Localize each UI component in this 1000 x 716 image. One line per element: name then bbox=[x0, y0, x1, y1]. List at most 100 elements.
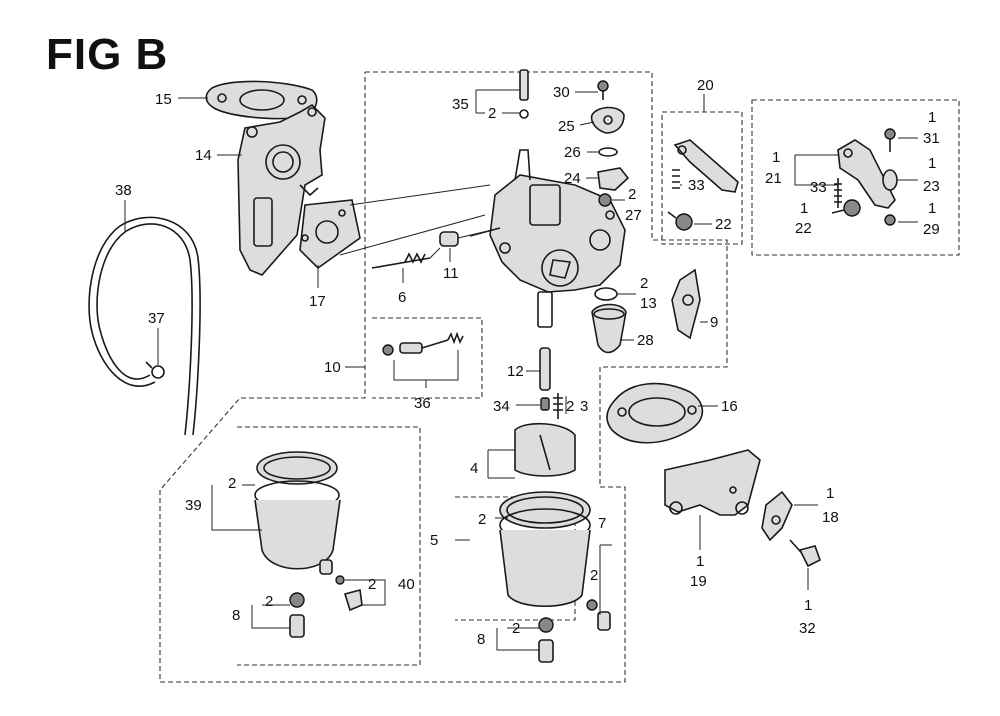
callout-32: 32 bbox=[799, 620, 816, 637]
carburetor-group-outline bbox=[159, 71, 728, 683]
gasket-16 bbox=[606, 382, 704, 444]
float-4 bbox=[514, 422, 576, 477]
callout-8-left: 8 bbox=[232, 607, 240, 624]
leader-17-to-carb bbox=[349, 184, 491, 206]
callout-3-qty: 2 bbox=[566, 398, 574, 415]
callout-29-qty: 1 bbox=[928, 200, 936, 217]
bushing-23 bbox=[882, 169, 898, 191]
callout-20: 20 bbox=[697, 77, 714, 94]
callout-26: 26 bbox=[564, 144, 581, 161]
spring-33b bbox=[834, 178, 842, 208]
oring-26 bbox=[598, 147, 618, 157]
callout-3: 3 bbox=[580, 398, 588, 415]
screw-30 bbox=[597, 80, 609, 100]
bolt-32 bbox=[789, 539, 821, 568]
callout-33a: 33 bbox=[688, 177, 705, 194]
callout-9: 9 bbox=[710, 314, 718, 331]
cover-25 bbox=[590, 106, 625, 134]
screw-set-36 bbox=[382, 331, 464, 356]
seal-27 bbox=[598, 193, 612, 207]
fuel-tube-38 bbox=[88, 216, 201, 436]
callout-33b: 33 bbox=[810, 179, 827, 196]
callout-35: 35 bbox=[452, 96, 469, 113]
callout-8-right-qty: 2 bbox=[512, 620, 520, 637]
valve-24 bbox=[597, 167, 630, 191]
needle-12 bbox=[539, 347, 551, 391]
callout-4: 4 bbox=[470, 460, 478, 477]
spring-22a bbox=[667, 211, 693, 231]
callout-15: 15 bbox=[155, 91, 172, 108]
callout-34: 34 bbox=[493, 398, 510, 415]
insulator-bracket-14 bbox=[237, 103, 326, 276]
callout-23: 23 bbox=[923, 178, 940, 195]
callout-8-left-qty: 2 bbox=[265, 593, 273, 610]
callout-22b: 22 bbox=[795, 220, 812, 237]
clip-37 bbox=[145, 361, 165, 379]
callout-29: 29 bbox=[923, 221, 940, 238]
callout-6: 6 bbox=[398, 289, 406, 306]
callout-21-qty: 1 bbox=[772, 149, 780, 166]
callout-38: 38 bbox=[115, 182, 132, 199]
callout-27: 27 bbox=[625, 207, 642, 224]
oring-13 bbox=[594, 287, 618, 301]
callout-18-qty: 1 bbox=[826, 485, 834, 502]
screw-subgroup-outline bbox=[372, 317, 483, 399]
bracket-19 bbox=[664, 449, 761, 516]
choke-lever-20 bbox=[672, 139, 739, 193]
washer-29 bbox=[884, 214, 896, 226]
clip-18 bbox=[761, 490, 793, 542]
float-bowl-39 bbox=[254, 451, 341, 575]
cap-28 bbox=[591, 303, 627, 354]
callout-27-qty: 2 bbox=[628, 186, 636, 203]
pilot-screw-6 bbox=[371, 247, 441, 269]
bolt-8-right bbox=[538, 617, 554, 663]
lever-9 bbox=[671, 268, 701, 340]
callout-13: 13 bbox=[640, 295, 657, 312]
callout-30: 30 bbox=[553, 84, 570, 101]
callout-40-qty: 2 bbox=[368, 576, 376, 593]
callout-5-qty: 2 bbox=[478, 511, 486, 528]
callout-35-qty: 2 bbox=[488, 105, 496, 122]
callout-31: 31 bbox=[923, 130, 940, 147]
callout-10: 10 bbox=[324, 359, 341, 376]
callout-40: 40 bbox=[398, 576, 415, 593]
float-bowl-5 bbox=[499, 491, 591, 608]
spring-34 bbox=[540, 397, 550, 411]
callout-37: 37 bbox=[148, 310, 165, 327]
throttle-lever-group-outline bbox=[751, 99, 960, 256]
callout-31-qty: 1 bbox=[928, 109, 936, 126]
callout-39-qty: 2 bbox=[228, 475, 236, 492]
screw-31 bbox=[884, 128, 896, 152]
callout-17: 17 bbox=[309, 293, 326, 310]
callout-13-qty: 2 bbox=[640, 275, 648, 292]
callout-7: 7 bbox=[598, 515, 606, 532]
choke-lever-group-outline bbox=[661, 111, 743, 245]
callout-25: 25 bbox=[558, 118, 575, 135]
callout-21: 21 bbox=[765, 170, 782, 187]
drain-screw-7 bbox=[586, 599, 611, 631]
callout-12: 12 bbox=[507, 363, 524, 380]
callout-19: 19 bbox=[690, 573, 707, 590]
callout-14: 14 bbox=[195, 147, 212, 164]
callout-11: 11 bbox=[443, 265, 459, 282]
callout-32-qty: 1 bbox=[804, 597, 812, 614]
callout-28: 28 bbox=[637, 332, 654, 349]
callout-8-right: 8 bbox=[477, 631, 485, 648]
callout-24: 24 bbox=[564, 170, 581, 187]
jet-11 bbox=[439, 229, 493, 247]
bolt-8-left bbox=[289, 592, 305, 638]
callout-22a: 22 bbox=[715, 216, 732, 233]
leader-17-to-carb-b bbox=[339, 214, 486, 256]
callout-7-qty: 2 bbox=[590, 567, 598, 584]
callout-23-qty: 1 bbox=[928, 155, 936, 172]
callout-36: 36 bbox=[414, 395, 431, 412]
drain-screw-40 bbox=[335, 575, 363, 612]
figure-title: FIG B bbox=[46, 30, 169, 79]
callout-5: 5 bbox=[430, 532, 438, 549]
callout-18: 18 bbox=[822, 509, 839, 526]
screw-3 bbox=[553, 393, 563, 419]
callout-22b-qty: 1 bbox=[800, 200, 808, 217]
screw-35 bbox=[519, 69, 529, 119]
